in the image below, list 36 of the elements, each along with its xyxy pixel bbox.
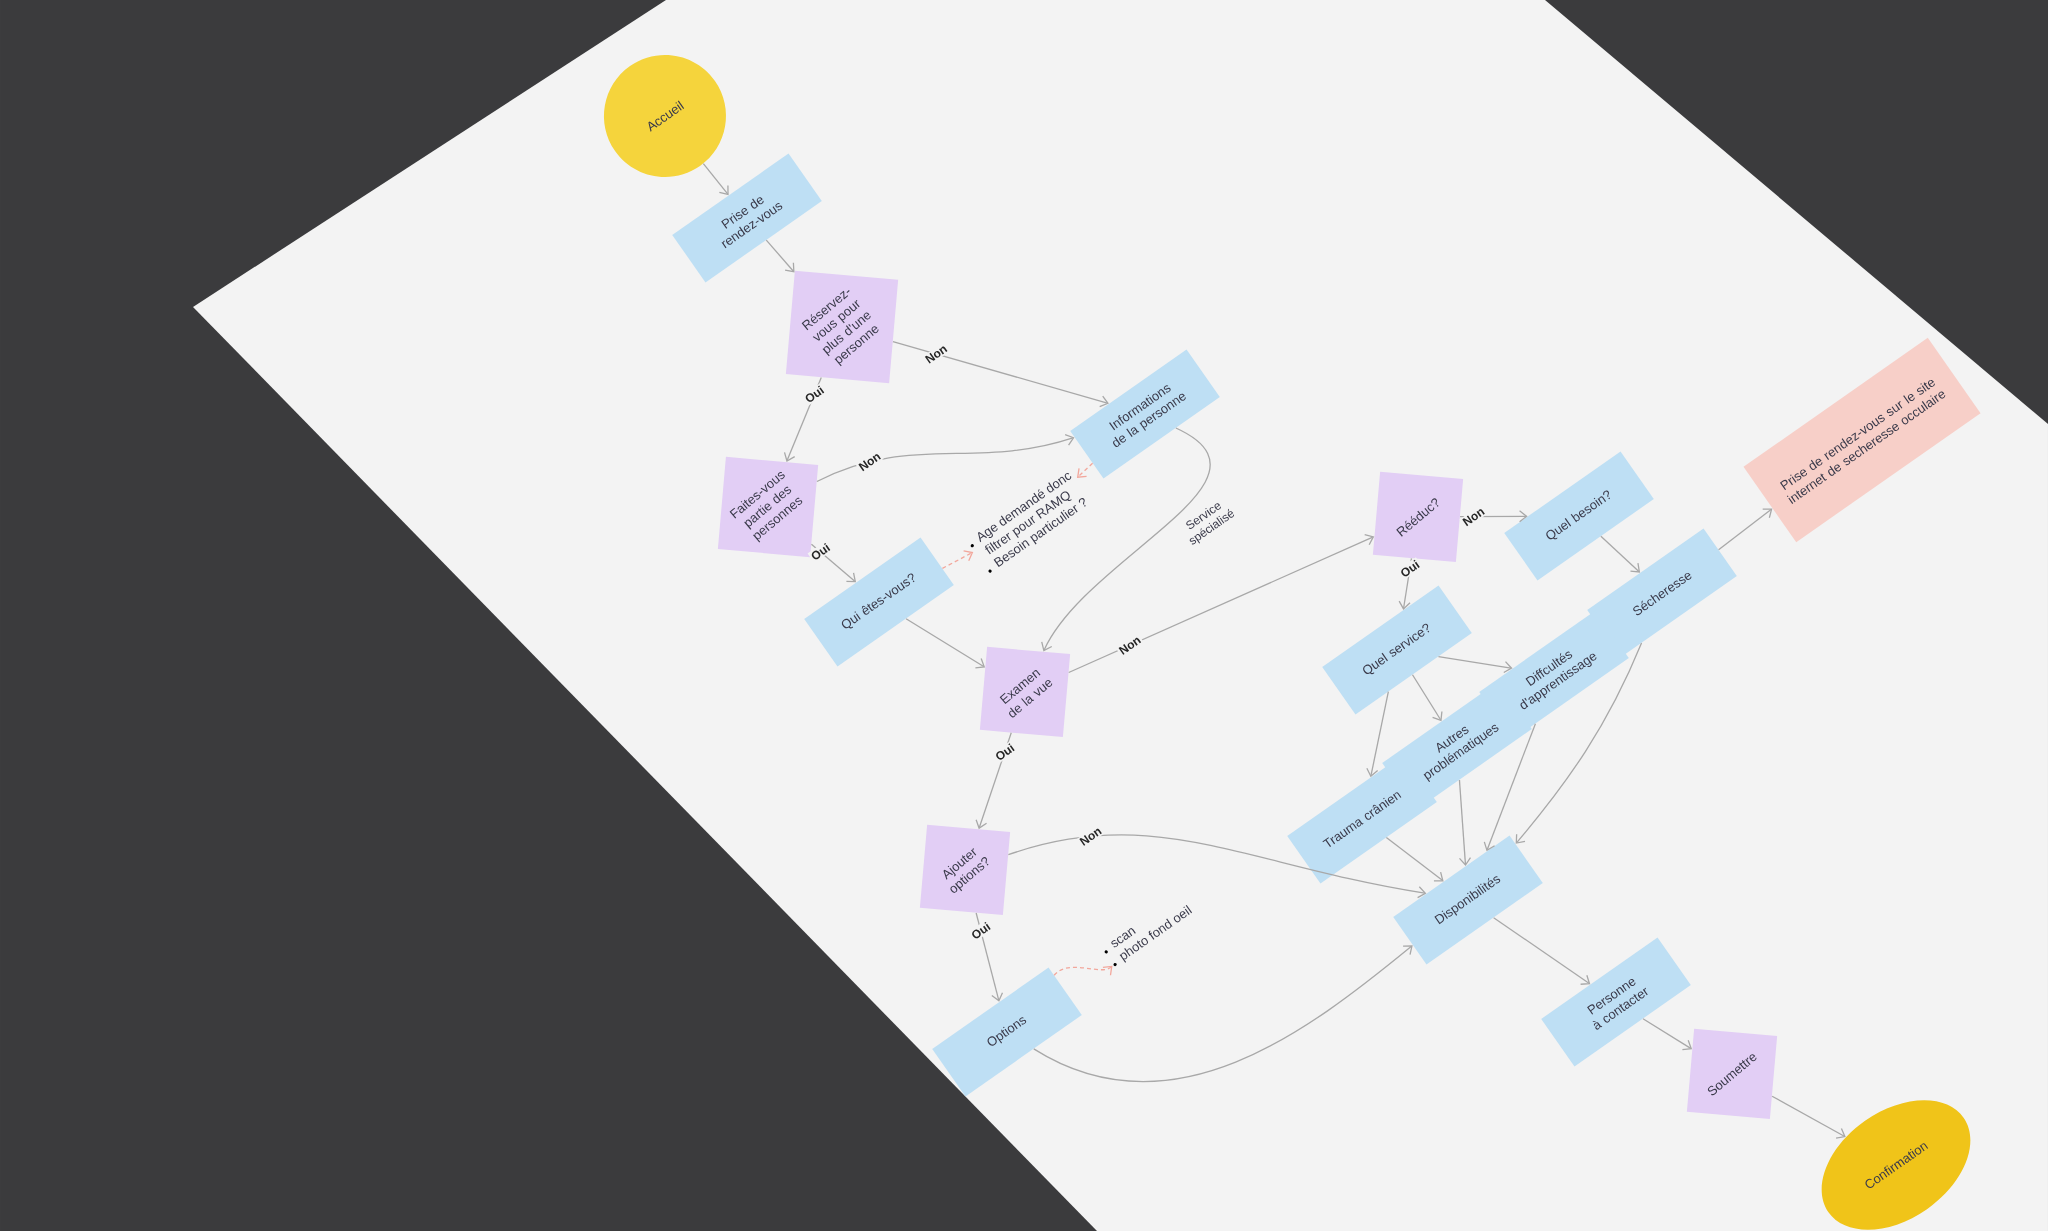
arrow [941,550,974,570]
arrow [1717,508,1773,551]
arrow [1076,462,1094,478]
edge-label: Non [922,341,951,367]
arrow [1771,1095,1846,1139]
arrow [1033,945,1413,1083]
arrow [1437,655,1513,674]
arrow [1515,642,1643,844]
arrow [1007,834,1427,899]
arrow [975,912,1004,1002]
arrow [1041,427,1211,652]
edge-label: Non [1115,633,1144,658]
arrow [1068,534,1375,674]
arrow [1642,1018,1693,1051]
arrow [1600,535,1641,573]
arrow [1493,917,1591,985]
arrow [702,163,729,196]
arrow [810,543,857,583]
edge-label: Oui [1397,557,1423,581]
arrow [765,239,795,273]
arrow [1483,723,1537,852]
edge-label: Non [1076,824,1105,849]
arrow [816,434,1075,483]
arrow [1366,691,1389,778]
edge-label: Non [855,449,884,474]
arrow [1053,965,1113,976]
edge-label: Oui [807,540,834,564]
arrow [892,340,1109,408]
arrow [1458,779,1472,867]
arrow [905,618,986,669]
edge-label: Oui [967,919,994,943]
arrow [1411,674,1443,722]
edge-label: Oui [991,740,1018,764]
arrow [1385,836,1444,882]
edge-label: Oui [801,382,828,406]
edge-label: Non [1459,504,1488,529]
